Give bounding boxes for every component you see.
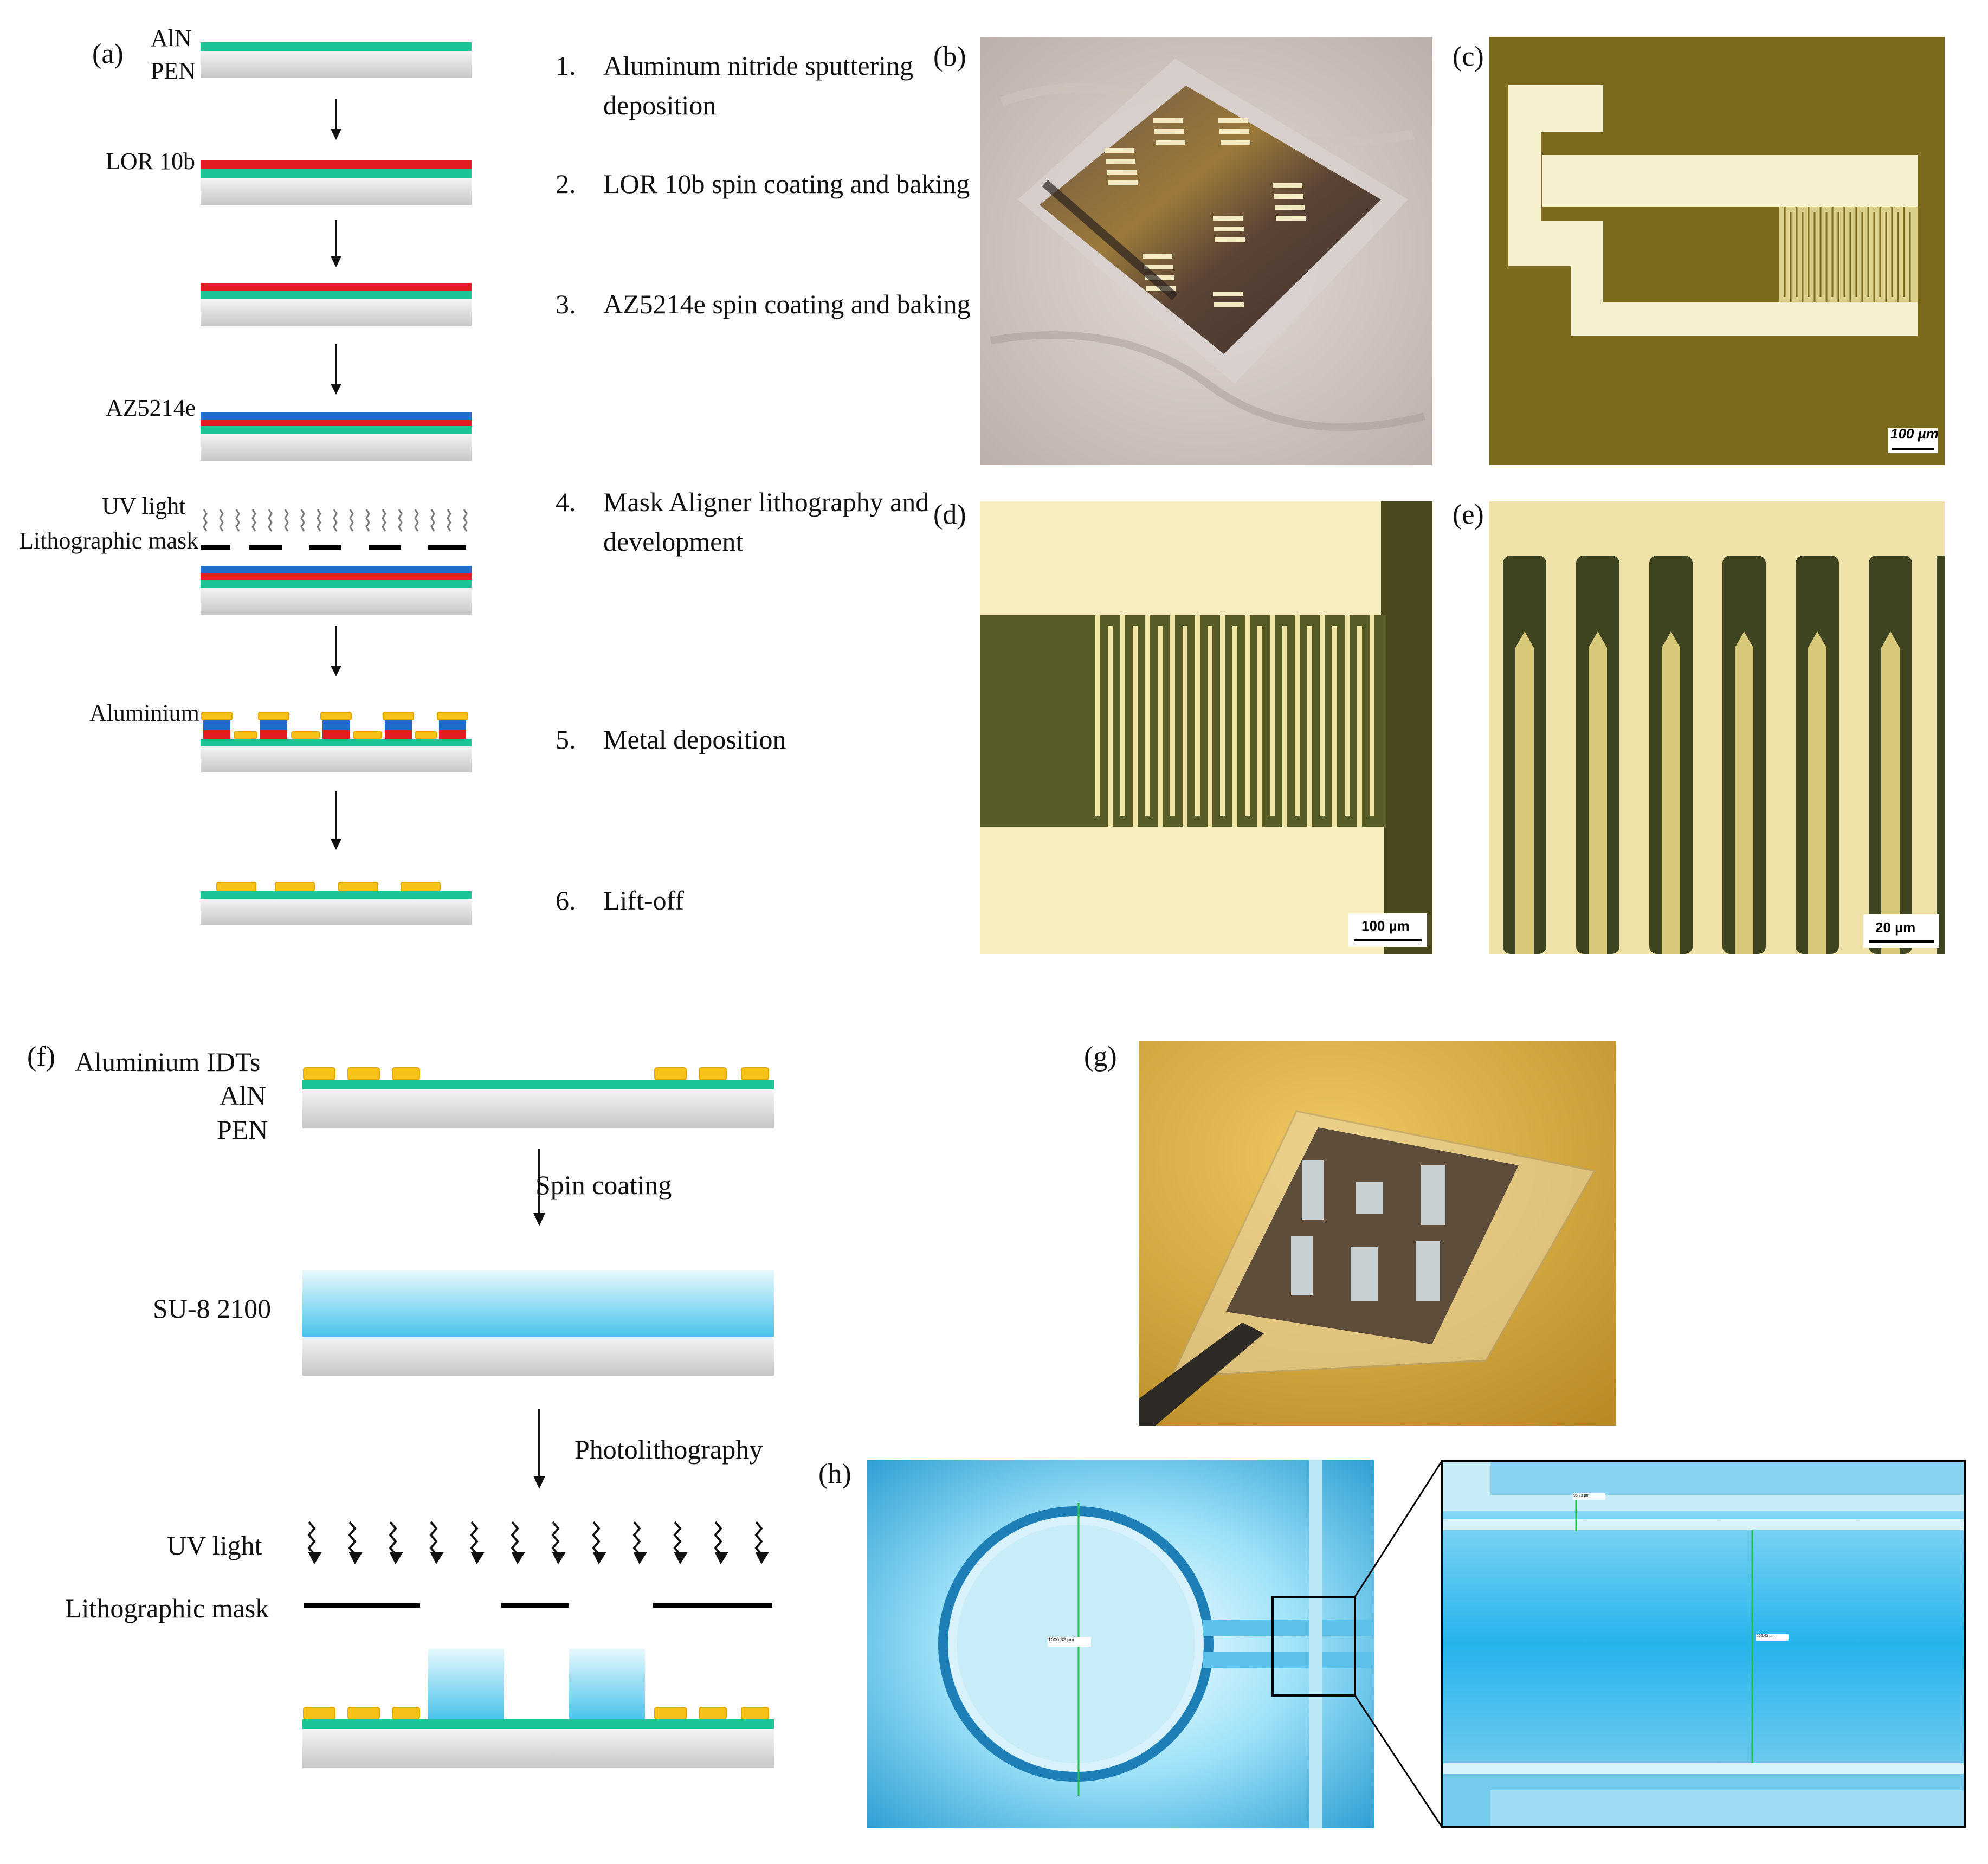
panel-a-label: (a) — [92, 38, 124, 69]
uv-arrows-a — [203, 509, 468, 532]
panel-h-label: (h) — [818, 1459, 851, 1489]
label-lor: LOR 10b — [106, 148, 195, 175]
measure-right-top-label: 96.73 µm — [1573, 1494, 1590, 1498]
scale-bar-d — [1348, 913, 1427, 947]
panel-d-label: (d) — [933, 499, 966, 530]
label-uv-f: UV light — [167, 1530, 262, 1560]
stack-f2 — [302, 1270, 774, 1376]
arrow-2 — [331, 220, 341, 267]
panel-d-micrograph — [980, 501, 1432, 954]
panel-f-label: (f) — [27, 1041, 55, 1072]
stack-f3 — [302, 1649, 774, 1768]
scale-label-d: 100 µm — [1361, 918, 1410, 934]
label-az: AZ5214e — [106, 395, 196, 421]
stack-1 — [201, 42, 472, 78]
label-uv: UV light — [102, 493, 186, 519]
uv-arrows-f — [307, 1521, 769, 1565]
step-6-number: 6. — [556, 885, 576, 915]
stack-5 — [201, 566, 472, 615]
arrow-f1 — [533, 1149, 545, 1226]
label-idts: Aluminium IDTs — [75, 1047, 261, 1077]
panel-g-label: (g) — [1084, 1041, 1117, 1072]
arrow-3 — [331, 344, 341, 395]
stack-4 — [201, 412, 472, 461]
stack-7 — [201, 882, 472, 925]
scale-bar-e — [1863, 914, 1939, 948]
step-1-text: Aluminum nitride sputtering — [603, 50, 914, 81]
mask-a — [201, 545, 466, 550]
step-3-number: 3. — [556, 289, 576, 319]
step-5-number: 5. — [556, 724, 576, 754]
step-4-text: Mask Aligner lithography and — [603, 487, 930, 517]
panel-c-micrograph — [1489, 37, 1945, 465]
label-pen-f: PEN — [217, 1114, 268, 1145]
label-su8: SU-8 2100 — [153, 1293, 272, 1324]
panel-c-label: (c) — [1453, 41, 1484, 72]
label-aln-f: AlN — [220, 1080, 267, 1111]
panel-b-photo — [980, 37, 1432, 465]
stack-6 — [201, 712, 472, 772]
step-5-text: Metal deposition — [603, 724, 786, 754]
step-3-text: AZ5214e spin coating and baking — [603, 289, 971, 319]
panel-h-micrograph — [867, 1460, 1966, 1828]
step-6-text: Lift-off — [603, 885, 685, 915]
step-4-number: 4. — [556, 487, 576, 517]
panel-e-label: (e) — [1453, 499, 1484, 530]
step-1-text-2: deposition — [603, 90, 717, 120]
arrow-f2 — [533, 1409, 545, 1489]
measure-left-label: 1000.32 µm — [1048, 1637, 1074, 1642]
step-4-text-2: development — [603, 526, 744, 557]
label-aln: AlN — [151, 25, 192, 51]
stack-3 — [201, 283, 472, 326]
measure-right-mid-label: 255.43 µm — [1757, 1634, 1775, 1638]
arrow-5 — [331, 791, 341, 850]
panel-g-photo — [1139, 1041, 1616, 1426]
stack-2 — [201, 160, 472, 205]
label-aluminium: Aluminium — [89, 700, 199, 726]
arrow-1 — [331, 99, 341, 140]
step-spin: Spin coating — [535, 1170, 672, 1200]
arrow-4 — [331, 626, 341, 676]
scale-bar-c — [1888, 428, 1938, 453]
mask-f — [304, 1603, 772, 1608]
step-2-text: LOR 10b spin coating and baking — [603, 169, 970, 199]
step-2-number: 2. — [556, 169, 576, 199]
stack-f1 — [302, 1067, 774, 1128]
label-pen: PEN — [151, 57, 196, 84]
label-mask: Lithographic mask — [19, 527, 199, 554]
process-flow-f — [302, 1067, 774, 1768]
step-photo: Photolithography — [575, 1434, 763, 1465]
scale-label-e: 20 µm — [1875, 919, 1916, 936]
step-1-number: 1. — [556, 50, 576, 81]
panel-b-label: (b) — [933, 41, 966, 72]
process-flow-a — [201, 42, 472, 925]
scale-label-c: 100 µm — [1890, 425, 1939, 442]
panel-e-micrograph — [1489, 501, 1945, 954]
label-mask-f: Lithographic mask — [65, 1593, 269, 1623]
